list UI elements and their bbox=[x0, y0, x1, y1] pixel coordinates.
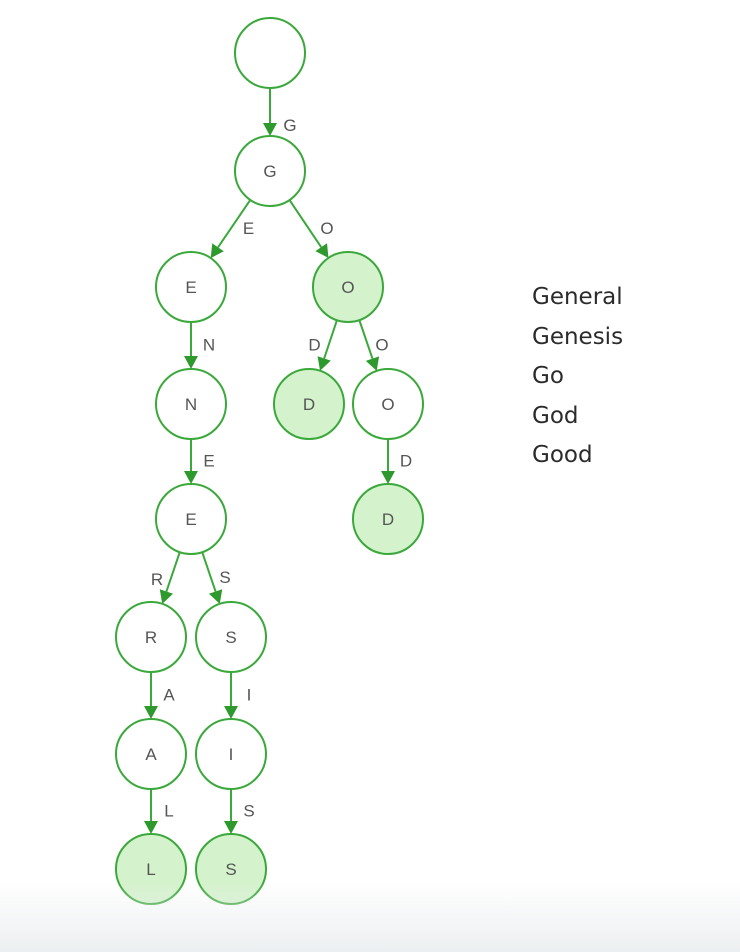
edge-go-goo: O bbox=[358, 319, 389, 371]
node-label: S bbox=[225, 860, 236, 879]
node-label: E bbox=[185, 510, 196, 529]
node-circle bbox=[234, 135, 306, 207]
arrow-head bbox=[263, 123, 277, 136]
arrow-head bbox=[381, 471, 395, 484]
edge-genes-genesi: I bbox=[224, 672, 251, 719]
trie-node-go: O bbox=[312, 251, 384, 323]
edge-line bbox=[201, 551, 217, 592]
node-label: I bbox=[229, 745, 234, 764]
edge-gene-genes: S bbox=[201, 551, 231, 604]
arrow-head bbox=[144, 706, 158, 719]
trie-node-genesi: I bbox=[195, 718, 267, 790]
trie-node-g: G bbox=[234, 135, 306, 207]
edge-label: I bbox=[247, 686, 252, 705]
node-label: E bbox=[185, 278, 196, 297]
edge-g-go: O bbox=[288, 199, 334, 258]
word-list: General Genesis Go God Good bbox=[532, 278, 623, 476]
trie-nodes: G E O N D O E D R S A I L S bbox=[115, 17, 424, 905]
word-item: General bbox=[532, 284, 623, 310]
trie-node-gen: N bbox=[155, 368, 227, 440]
edge-line bbox=[217, 199, 252, 248]
edge-label: E bbox=[203, 452, 214, 471]
arrow-head bbox=[184, 471, 198, 484]
node-label: D bbox=[303, 395, 315, 414]
node-label: L bbox=[146, 860, 155, 879]
trie-node-god: D bbox=[273, 368, 345, 440]
trie-node-genes: S bbox=[195, 601, 267, 673]
edge-root-g: G bbox=[263, 88, 297, 136]
trie-node-good: D bbox=[352, 483, 424, 555]
node-label: D bbox=[382, 510, 394, 529]
node-circle bbox=[234, 17, 306, 89]
node-circle bbox=[155, 483, 227, 555]
word-item: Genesis bbox=[532, 323, 624, 350]
edge-gen-gene: E bbox=[184, 439, 215, 484]
edge-label: D bbox=[308, 336, 320, 355]
trie-node-root bbox=[234, 17, 306, 89]
arrow-head bbox=[315, 243, 329, 258]
trie-edges: G E O N D O E D R S A I L S bbox=[144, 88, 412, 834]
node-circle bbox=[155, 368, 227, 440]
node-circle bbox=[115, 601, 187, 673]
node-label: G bbox=[263, 162, 276, 181]
node-label: R bbox=[145, 628, 157, 647]
edge-label: E bbox=[243, 219, 254, 238]
edge-gener-genera: A bbox=[144, 672, 175, 719]
node-circle bbox=[195, 601, 267, 673]
edge-line bbox=[358, 319, 374, 359]
edge-go-god: D bbox=[308, 319, 338, 371]
trie-node-gene: E bbox=[155, 483, 227, 555]
arrow-head bbox=[184, 356, 198, 369]
edge-label: S bbox=[243, 802, 254, 821]
edge-label: R bbox=[151, 570, 163, 589]
arrow-head bbox=[144, 821, 158, 834]
arrow-head bbox=[224, 706, 238, 719]
edge-g-ge: E bbox=[210, 199, 254, 259]
word-item: Go bbox=[532, 363, 564, 389]
word-item: God bbox=[532, 402, 579, 429]
node-circle bbox=[195, 718, 267, 790]
trie-node-genera: A bbox=[115, 718, 187, 790]
terminal-node-circle bbox=[273, 368, 345, 440]
node-label: O bbox=[341, 278, 354, 297]
arrow-head bbox=[224, 821, 238, 834]
edge-label: D bbox=[400, 452, 412, 471]
terminal-node-circle bbox=[312, 251, 384, 323]
arrow-head bbox=[210, 243, 224, 259]
node-circle bbox=[352, 368, 424, 440]
edge-label: O bbox=[375, 336, 388, 355]
word-item: Good bbox=[532, 442, 593, 468]
edge-label: G bbox=[283, 116, 296, 135]
edge-line bbox=[323, 319, 338, 359]
edge-ge-gen: N bbox=[184, 322, 215, 369]
edge-line bbox=[165, 551, 181, 592]
node-label: N bbox=[185, 395, 197, 414]
trie-node-goo: O bbox=[352, 368, 424, 440]
terminal-node-circle bbox=[352, 483, 424, 555]
edge-label: L bbox=[164, 802, 173, 821]
node-label: S bbox=[225, 628, 236, 647]
edge-goo-good: D bbox=[381, 439, 412, 484]
node-label: A bbox=[145, 745, 157, 764]
edge-line bbox=[288, 199, 323, 248]
edge-label: A bbox=[163, 686, 175, 705]
node-circle bbox=[155, 251, 227, 323]
node-label: O bbox=[381, 395, 394, 414]
node-circle bbox=[115, 718, 187, 790]
edge-label: S bbox=[219, 568, 230, 587]
bottom-fade bbox=[0, 882, 740, 952]
edge-label: N bbox=[203, 336, 215, 355]
edge-label: O bbox=[320, 219, 333, 238]
arrow-head bbox=[317, 356, 331, 371]
arrow-head bbox=[365, 356, 380, 371]
edge-genesi-genesis: S bbox=[224, 789, 255, 834]
trie-node-gener: R bbox=[115, 601, 187, 673]
trie-node-ge: E bbox=[155, 251, 227, 323]
arrow-head bbox=[159, 589, 174, 604]
arrow-head bbox=[208, 589, 223, 604]
edge-genera-general: L bbox=[144, 789, 174, 834]
edge-gene-gener: R bbox=[151, 551, 181, 604]
